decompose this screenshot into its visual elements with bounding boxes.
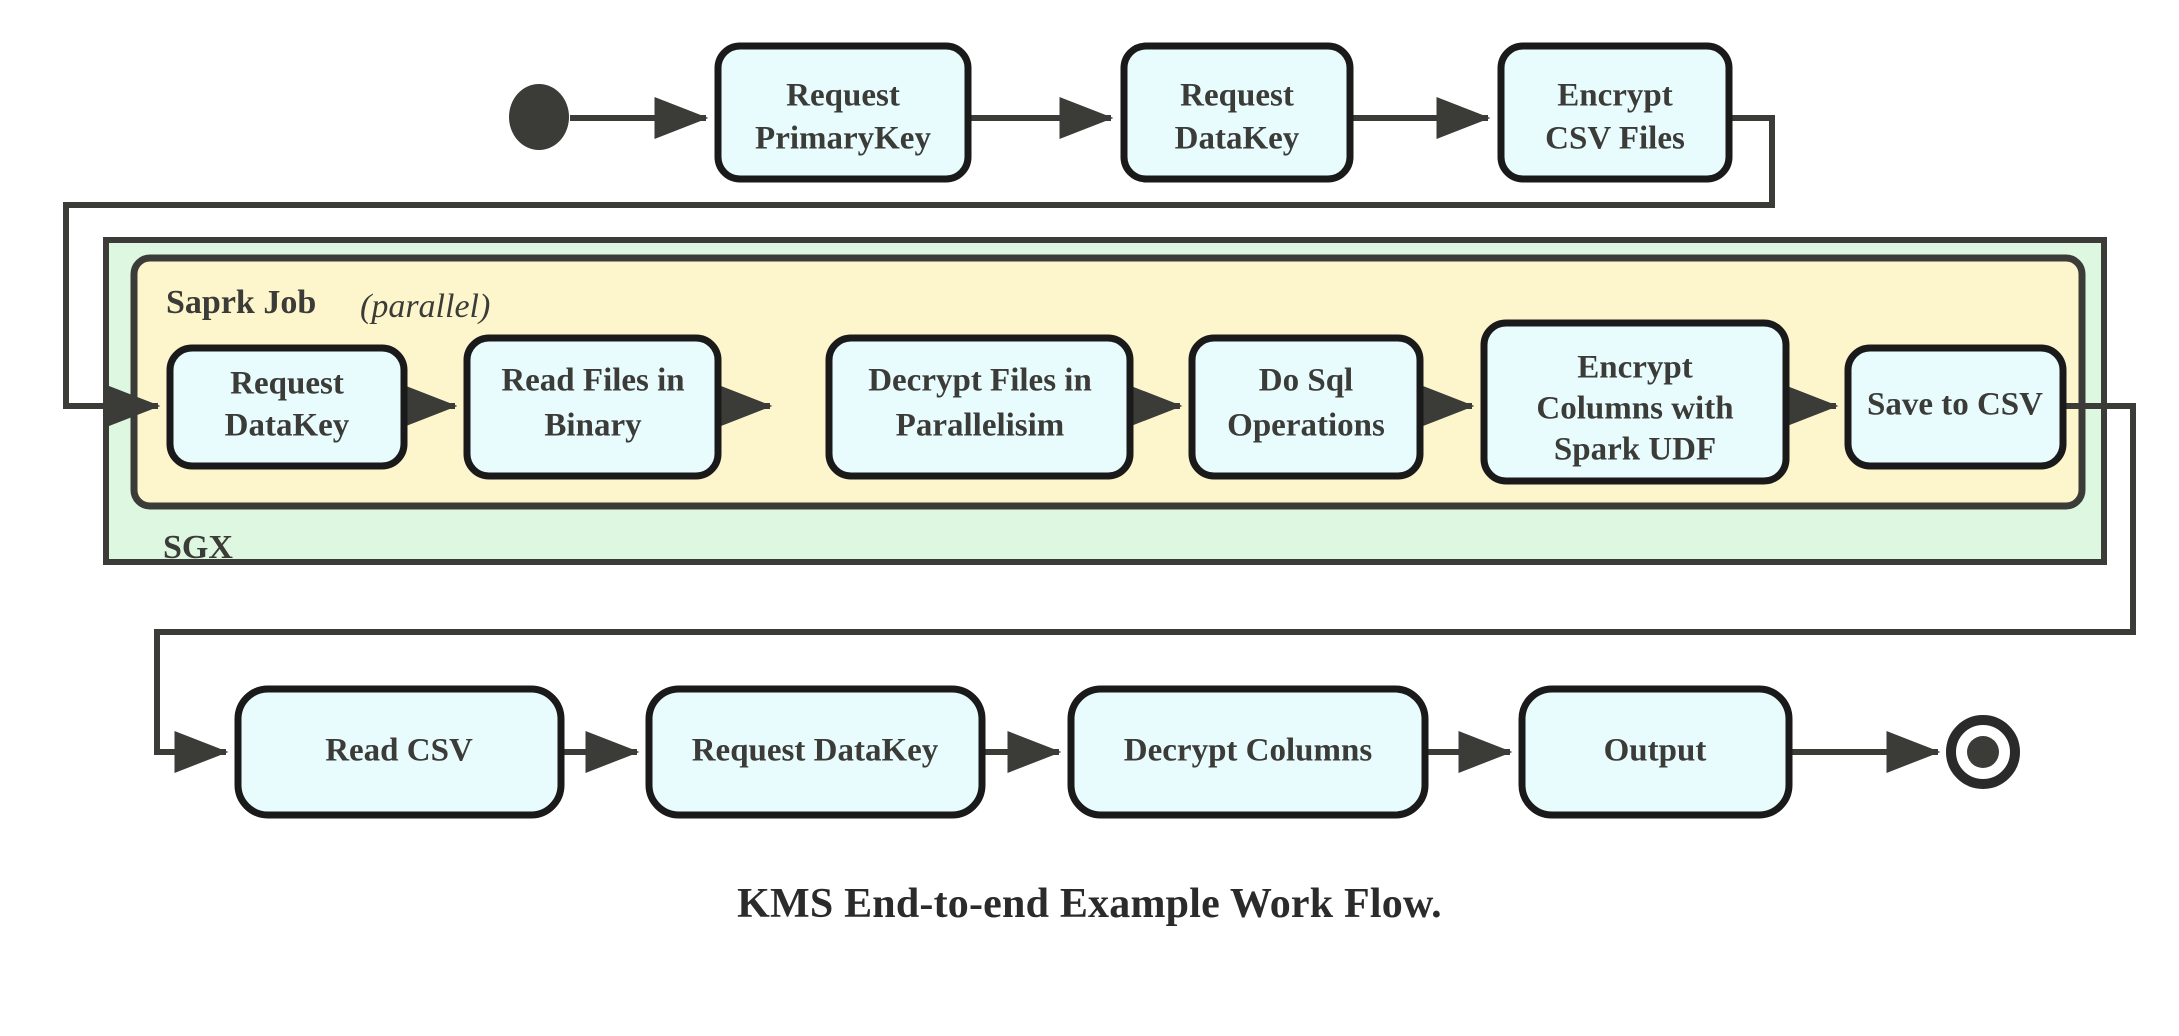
- edge-encrypt-csv-to-spark-datakey: [63, 115, 1775, 427]
- diagram-caption: KMS End-to-end Example Work Flow.: [737, 881, 1442, 927]
- node-do-sql-operations[interactable]: Do Sql Operations: [1188, 334, 1424, 480]
- node-save-to-csv[interactable]: Save to CSV: [1844, 344, 2067, 470]
- node-label-line1: Request: [1180, 78, 1294, 114]
- node-label-line3: Spark UDF: [1554, 432, 1716, 468]
- node-request-primarykey[interactable]: Request PrimaryKey: [714, 42, 972, 183]
- node-encrypt-csv-files[interactable]: Encrypt CSV Files: [1497, 42, 1733, 183]
- node-label-line2: Operations: [1227, 408, 1385, 444]
- node-read-csv[interactable]: Read CSV: [234, 685, 565, 819]
- node-label-line1: Request DataKey: [692, 733, 939, 769]
- node-label-line2: Parallelisim: [896, 408, 1065, 444]
- node-label-line1: Do Sql: [1259, 363, 1353, 399]
- spark-job-qualifier: (parallel): [360, 288, 490, 325]
- node-read-files-in-binary[interactable]: Read Files in Binary: [463, 334, 722, 480]
- node-label-line1: Read CSV: [325, 733, 473, 769]
- node-label-line1: Request: [786, 78, 900, 114]
- node-request-datakey-spark[interactable]: Request DataKey: [166, 344, 408, 470]
- node-output[interactable]: Output: [1518, 685, 1793, 819]
- node-label-line2: PrimaryKey: [755, 121, 931, 157]
- node-decrypt-columns[interactable]: Decrypt Columns: [1067, 685, 1429, 819]
- node-decrypt-files-in-parallelisim[interactable]: Decrypt Files in Parallelisim: [825, 334, 1134, 480]
- node-label-line2: DataKey: [225, 408, 350, 444]
- node-label-line2: DataKey: [1175, 121, 1300, 157]
- node-label-line1: Encrypt: [1577, 350, 1693, 386]
- node-label-line1: Decrypt Columns: [1124, 733, 1373, 769]
- node-request-datakey-bottom[interactable]: Request DataKey: [645, 685, 986, 819]
- node-label-line1: Save to CSV: [1867, 387, 2043, 423]
- node-encrypt-columns-with-spark-udf[interactable]: Encrypt Columns with Spark UDF: [1480, 319, 1790, 485]
- node-label-line1: Decrypt Files in: [868, 363, 1092, 399]
- edge-save-csv-to-read-csv: [154, 403, 2136, 773]
- sgx-label: SGX: [163, 529, 233, 566]
- node-label-line1: Request: [230, 366, 344, 402]
- node-request-datakey-top[interactable]: Request DataKey: [1120, 42, 1354, 183]
- node-label-line1: Encrypt: [1557, 78, 1673, 114]
- node-label-line1: Read Files in: [501, 363, 684, 399]
- node-label-line2: Binary: [544, 408, 642, 444]
- node-label-line1: Output: [1604, 733, 1707, 769]
- start-node: [509, 84, 569, 150]
- end-node: [1946, 715, 2020, 789]
- node-label-line2: CSV Files: [1545, 121, 1685, 157]
- spark-job-label: Saprk Job: [166, 284, 316, 321]
- node-label-line2: Columns with: [1536, 391, 1733, 427]
